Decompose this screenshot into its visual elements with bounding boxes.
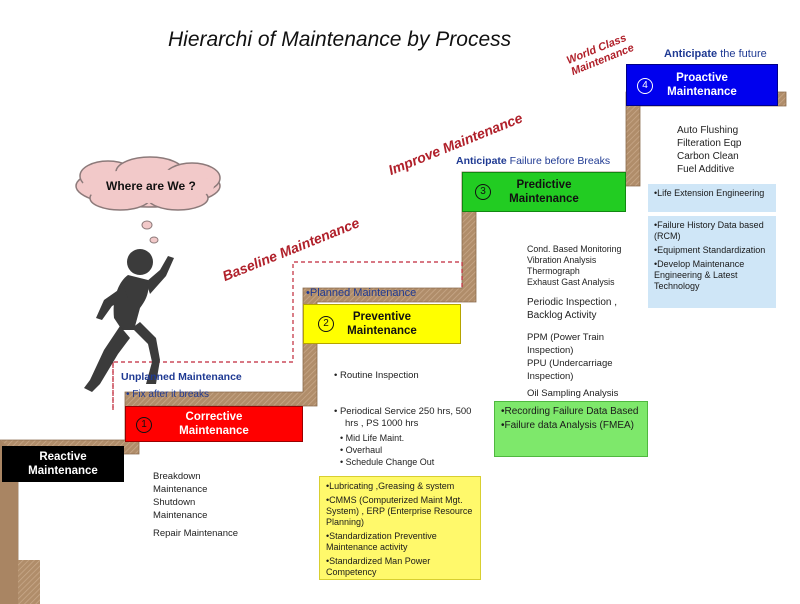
corrective-line1: Corrective [185,411,243,423]
note-item: •Recording Failure Data Based [501,406,639,417]
step-reactive-maintenance: Reactive Maintenance [2,446,124,482]
anticipate-failure-label: Anticipate Failure before Breaks [456,155,610,167]
proactive-items-list: Auto Flushing Filteration Eqp Carbon Cle… [677,124,741,176]
anticipate-failure-rest: Failure before Breaks [506,155,611,167]
list-item: • Overhaul [340,445,383,455]
list-item: Carbon Clean [677,151,739,162]
step-number-badge: 3 [475,184,491,200]
planned-maintenance-label: •Planned Maintenance [306,287,417,299]
step-corrective-maintenance: 1 Corrective Maintenance [125,406,303,442]
preventive-sub-items: • Mid Life Maint. • Overhaul • Schedule … [340,432,434,468]
step-predictive-maintenance: 3 Predictive Maintenance [462,172,626,212]
ppm-ppu-items: PPM (Power Train Inspection) PPU (Underc… [527,331,613,383]
note-item: •Standardization Preventive Maintenance … [326,531,437,552]
anticipate-future-bold: Anticipate [664,48,718,60]
list-item: Thermograph [527,266,580,276]
list-item: Maintenance [153,510,208,521]
list-item: Auto Flushing [677,125,739,136]
preventive-line1: Preventive [352,311,412,323]
step-number-badge: 4 [637,78,653,94]
list-item: Repair Maintenance [153,528,239,539]
ppu-line2: Inspection) [527,371,574,382]
thought-cloud-icon [75,156,221,244]
step-preventive-maintenance: 2 Preventive Maintenance [303,304,461,344]
step-proactive-maintenance: 4 Proactive Maintenance [626,64,778,106]
ppu-line1: PPU (Undercarriage [527,358,613,369]
periodic-inspection-item: Periodic Inspection , Backlog Activity [527,296,617,322]
ppm-line1: PPM (Power Train [527,332,605,343]
list-item: Breakdown [153,471,201,482]
step-number-badge: 2 [318,316,334,332]
thought-bubble-text: Where are We ? [106,179,196,193]
list-item: Exhaust Gast Analysis [527,277,615,287]
corrective-line2: Maintenance [179,425,249,437]
condition-monitoring-list: Cond. Based Monitoring Vibration Analysi… [527,244,621,288]
blue-note-life-extension: •Life Extension Engineering [648,184,776,212]
predictive-line2: Maintenance [509,193,579,205]
anticipate-future-label: Anticipate the future [664,48,767,60]
list-item: Fuel Additive [677,164,735,175]
green-note-predictive: •Recording Failure Data Based •Failure d… [494,401,648,457]
note-item: •Develop Maintenance Engineering & Lates… [654,259,745,291]
periodic-inspection-line1: Periodic Inspection , [527,297,618,308]
note-item: •Failure data Analysis (FMEA) [501,420,634,431]
predictive-line1: Predictive [516,179,572,191]
page-title: Hierarchi of Maintenance by Process [168,28,512,51]
anticipate-failure-bold: Anticipate [456,155,507,167]
periodical-service-line2: hrs , PS 1000 hrs [345,418,419,429]
list-item: Shutdown [153,497,196,508]
unplanned-maintenance-label: Unplanned Maintenance [121,371,242,383]
fix-after-breaks-label: • Fix after it breaks [126,389,209,400]
list-item: Cond. Based Monitoring [527,244,622,254]
note-item: •Failure History Data based (RCM) [654,220,764,241]
proactive-line1: Proactive [676,72,728,84]
routine-inspection-item: • Routine Inspection [334,370,419,381]
list-item: • Schedule Change Out [340,457,435,467]
preventive-line2: Maintenance [347,325,417,337]
anticipate-future-rest: the future [717,48,767,60]
note-item: •Standardized Man Power Competency [326,556,431,577]
note-item: •CMMS (Computerized Maint Mgt. System) ,… [326,495,473,527]
list-item: Maintenance [153,484,208,495]
list-item: Filteration Eqp [677,138,742,149]
blue-note-proactive: •Failure History Data based (RCM) •Equip… [648,216,776,308]
list-item: • Mid Life Maint. [340,433,405,443]
proactive-line2: Maintenance [667,86,737,98]
reactive-line1: Reactive [39,451,87,463]
periodical-service-line1: • Periodical Service 250 hrs, 500 [334,406,472,417]
yellow-note-preventive: •Lubricating ,Greasing & system •CMMS (C… [319,476,481,580]
staircase-lower-band [18,560,40,604]
periodical-service-item: • Periodical Service 250 hrs, 500 hrs , … [334,406,471,430]
oil-sampling-item: Oil Sampling Analysis [527,388,619,399]
ppm-line2: Inspection) [527,345,574,356]
reactive-line2: Maintenance [28,465,98,477]
note-item: •Lubricating ,Greasing & system [326,481,455,491]
note-item: •Equipment Standardization [654,245,766,255]
note-item: •Life Extension Engineering [654,188,765,198]
reactive-items-list: Breakdown Maintenance Shutdown Maintenan… [153,470,238,540]
running-person-icon [84,249,174,392]
list-item: Vibration Analysis [527,255,597,265]
periodic-inspection-line2: Backlog Activity [527,310,597,321]
step-number-badge: 1 [136,417,152,433]
